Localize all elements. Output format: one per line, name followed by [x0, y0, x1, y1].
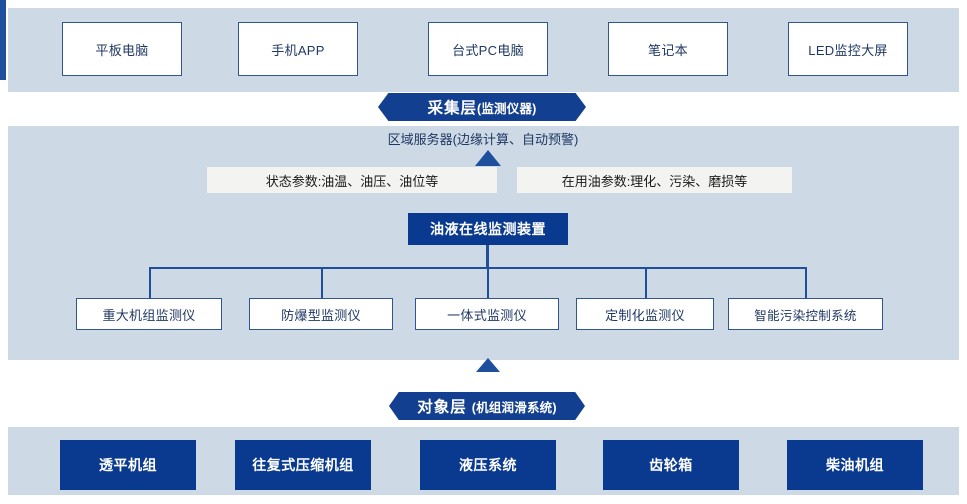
- monitor-box-customized[interactable]: 定制化监测仪: [576, 298, 714, 330]
- object-layer-banner-subtitle: (机组润滑系统): [471, 400, 557, 415]
- monitor-box-major-unit[interactable]: 重大机组监测仪: [76, 298, 222, 330]
- equipment-box-reciprocating-compressor[interactable]: 往复式压缩机组: [235, 440, 371, 490]
- connector-trunk: [486, 245, 489, 268]
- connector-drop-3: [487, 268, 489, 299]
- arrow-up-to-object-shaft: [0, 54, 6, 80]
- terminal-box-tablet[interactable]: 平板电脑: [62, 22, 182, 76]
- monitor-box-integrated[interactable]: 一体式监测仪: [415, 298, 559, 330]
- connector-drop-5: [805, 268, 807, 299]
- monitor-box-smart-contamination-control[interactable]: 智能污染控制系统: [728, 298, 883, 330]
- connector-drop-1: [149, 268, 151, 299]
- param-label-state: 状态参数:油温、油压、油位等: [207, 167, 497, 193]
- monitor-box-explosion-proof[interactable]: 防爆型监测仪: [249, 298, 393, 330]
- collection-layer-banner-subtitle: (监测仪器): [476, 101, 537, 116]
- arrow-up-to-object-head-icon: [476, 358, 500, 372]
- equipment-box-gearbox[interactable]: 齿轮箱: [603, 440, 739, 490]
- terminal-box-desktop[interactable]: 台式PC电脑: [428, 22, 548, 76]
- terminal-box-laptop[interactable]: 笔记本: [608, 22, 728, 76]
- terminal-box-led-wall[interactable]: LED监控大屏: [788, 22, 908, 76]
- object-layer-banner: 对象层 (机组润滑系统): [389, 392, 585, 420]
- collection-layer-banner: 采集层(监测仪器): [378, 93, 586, 121]
- collection-layer-banner-title: 采集层: [427, 100, 477, 117]
- equipment-box-turbine[interactable]: 透平机组: [60, 440, 196, 490]
- param-label-oil: 在用油参数:理化、污染、磨损等: [517, 167, 792, 193]
- equipment-box-hydraulic-system[interactable]: 液压系统: [420, 440, 556, 490]
- online-oil-monitoring-device-box[interactable]: 油液在线监测装置: [408, 213, 568, 245]
- connector-drop-4: [645, 268, 647, 299]
- connector-bus: [149, 267, 807, 269]
- arrow-up-to-server-shaft: [0, 0, 6, 54]
- regional-server-caption: 区域服务器(边缘计算、自动预警): [387, 131, 579, 147]
- connector-drop-2: [321, 268, 323, 299]
- equipment-box-diesel-generator[interactable]: 柴油机组: [787, 440, 923, 490]
- terminal-box-mobile[interactable]: 手机APP: [238, 22, 358, 76]
- object-layer-banner-title: 对象层: [417, 399, 467, 416]
- arrow-up-to-server-head-icon: [475, 150, 501, 166]
